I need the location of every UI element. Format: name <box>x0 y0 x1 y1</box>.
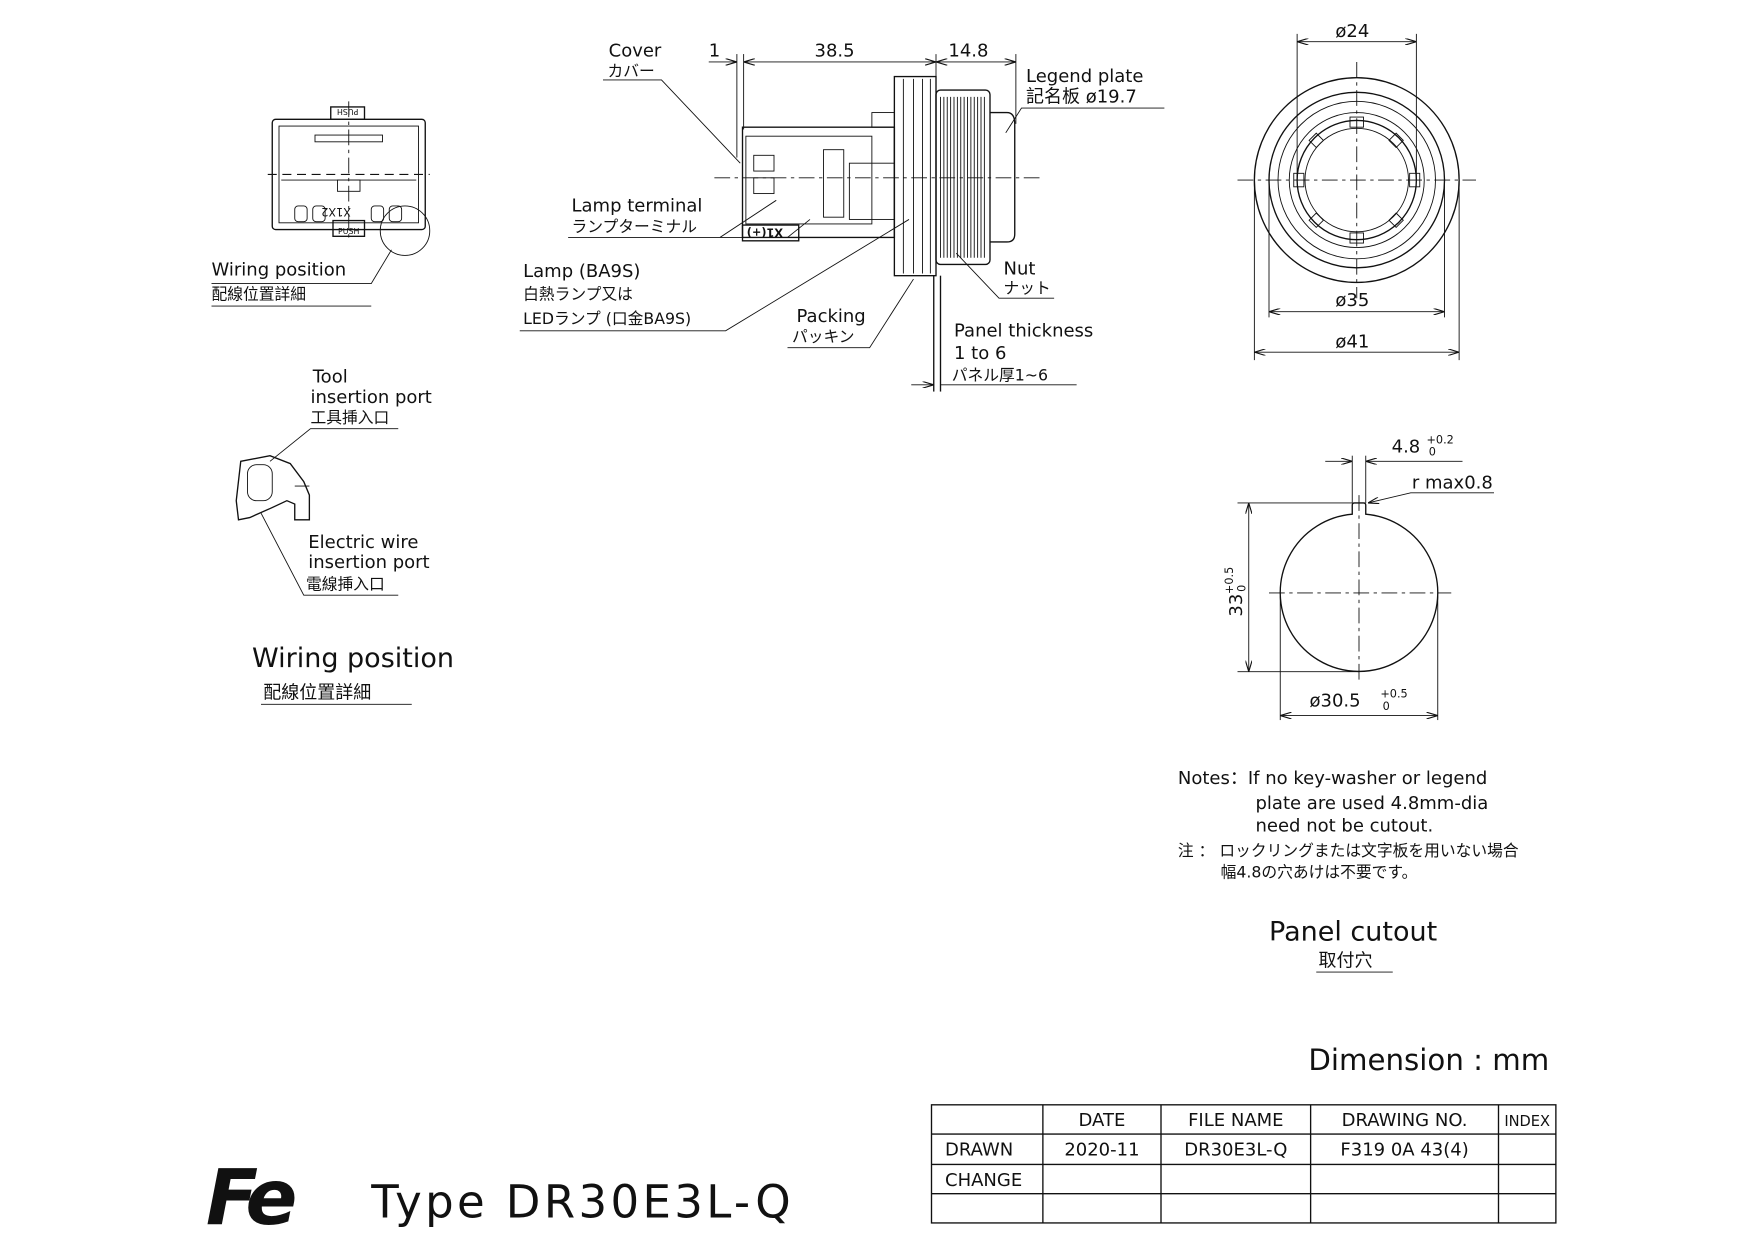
dim-1: 1 <box>709 40 720 61</box>
dim-d35: ø35 <box>1335 290 1369 311</box>
lamp-terminal-label-jp: ランプターミナル <box>572 217 698 236</box>
panel-cutout-drawing: 4.8 +0.2 0 r max0.8 33 +0.5 0 ø30.5 +0.5… <box>1178 433 1519 973</box>
radius-label: r max0.8 <box>1412 472 1493 493</box>
push-mark-bottom: PUSH <box>338 227 359 236</box>
cutout-diameter-dim: ø30.5 <box>1310 691 1361 712</box>
nut-label-jp: ナット <box>1004 279 1051 298</box>
terminal-mark: X1(+) <box>747 225 783 238</box>
table-header-cell: DATE <box>1079 1110 1126 1131</box>
table-cell: DRAWN <box>945 1139 1013 1160</box>
table-header-cell: INDEX <box>1504 1113 1550 1130</box>
rear-view-drawing: PUSH X1X2 PUSH Wiring position 配線位置詳細 <box>211 101 431 307</box>
tool-port-label-jp: 工具挿入口 <box>311 408 390 427</box>
fuji-electric-logo: Fe <box>206 1154 295 1241</box>
detail-circle <box>379 205 431 256</box>
lamp-label: Lamp (BA9S) <box>523 261 640 282</box>
table-cell: CHANGE <box>945 1170 1022 1191</box>
lamp-terminal-label: Lamp terminal <box>572 196 703 217</box>
dim-d24: ø24 <box>1335 21 1369 42</box>
dim-front-length: 14.8 <box>948 40 988 61</box>
height-dim: 33 <box>1226 594 1247 617</box>
dia-tol-lower: 0 <box>1383 700 1390 713</box>
title-block: DATE FILE NAME DRAWING NO. INDEX DRAWN 2020-1… <box>930 1104 1557 1224</box>
wire-port-label-2: insertion port <box>308 552 429 573</box>
terminal-marking: X1X2 <box>321 205 351 218</box>
panel-thickness-label: Panel thickness <box>954 320 1093 341</box>
front-view-drawing: ø24 ø35 ø41 <box>1237 21 1476 361</box>
wiring-position-title: Wiring position <box>252 643 454 674</box>
note-line-jp-2: 幅4.8の穴あけは不要です。 <box>1221 863 1418 882</box>
cover-label-jp: カバー <box>608 62 655 81</box>
table-header-cell: DRAWING NO. <box>1342 1110 1468 1131</box>
cover-label: Cover <box>609 40 662 61</box>
panel-thickness-range: 1 to 6 <box>954 343 1006 364</box>
key-width-tol-lower: 0 <box>1429 446 1436 459</box>
dimension-units: Dimension : mm <box>1308 1043 1549 1077</box>
dia-tol-upper: +0.5 <box>1380 688 1407 701</box>
height-tol-upper: +0.5 <box>1223 567 1236 594</box>
wire-port-label-jp: 電線挿入口 <box>306 575 385 594</box>
height-tol-lower: 0 <box>1235 585 1248 592</box>
terminal-slots <box>294 205 403 223</box>
type-label: Type DR30E3L-Q <box>370 1175 794 1228</box>
packing-label-jp: パッキン <box>792 327 855 346</box>
note-line-2: plate are used 4.8mm-dia <box>1256 793 1489 814</box>
panel-thickness-label-jp: パネル厚1~6 <box>952 365 1048 384</box>
key-width-tol-upper: +0.2 <box>1427 433 1454 446</box>
note-line-jp-1: 注 ： ロックリングまたは文字板を用いない場合 <box>1178 841 1519 860</box>
nut-knurl <box>940 96 985 258</box>
push-mark-top: PUSH <box>337 107 358 116</box>
packing-label: Packing <box>797 306 866 327</box>
table-header-cell: FILE NAME <box>1188 1110 1283 1131</box>
side-view-drawing: 1 38.5 14.8 X1(+) Cover カバー Legend plate… <box>519 40 1165 392</box>
table-cell: F319 0A 43(4) <box>1340 1139 1468 1160</box>
key-width-dim: 4.8 <box>1392 436 1421 457</box>
panel-cutout-title-jp: 取付穴 <box>1319 950 1373 971</box>
note-line-3: need not be cutout. <box>1256 815 1434 836</box>
wiring-position-title-jp: 配線位置詳細 <box>263 683 371 704</box>
note-line-1: Notes：If no key-washer or legend <box>1178 768 1487 789</box>
legend-plate-label-jp: 記名板 ø19.7 <box>1026 86 1137 107</box>
lamp-label-jp-2: LEDランプ (口金BA9S) <box>523 309 691 328</box>
wiring-position-label-jp: 配線位置詳細 <box>212 284 307 303</box>
wire-port-label: Electric wire <box>308 532 418 553</box>
port-detail: Tool insertion port 工具挿入口 Electric wire … <box>235 367 454 705</box>
dim-d41: ø41 <box>1335 332 1369 353</box>
legend-plate-label: Legend plate <box>1026 66 1143 87</box>
tool-port-label: Tool <box>312 367 348 388</box>
tool-port-label-2: insertion port <box>311 387 432 408</box>
wiring-position-label: Wiring position <box>212 260 347 281</box>
table-cell: 2020-11 <box>1064 1139 1139 1160</box>
table-cell: DR30E3L-Q <box>1184 1139 1287 1160</box>
nut-label: Nut <box>1004 259 1036 280</box>
lamp-label-jp-1: 白熱ランプ又は <box>523 284 633 303</box>
panel-cutout-title: Panel cutout <box>1269 917 1437 948</box>
dim-body-length: 38.5 <box>815 40 855 61</box>
